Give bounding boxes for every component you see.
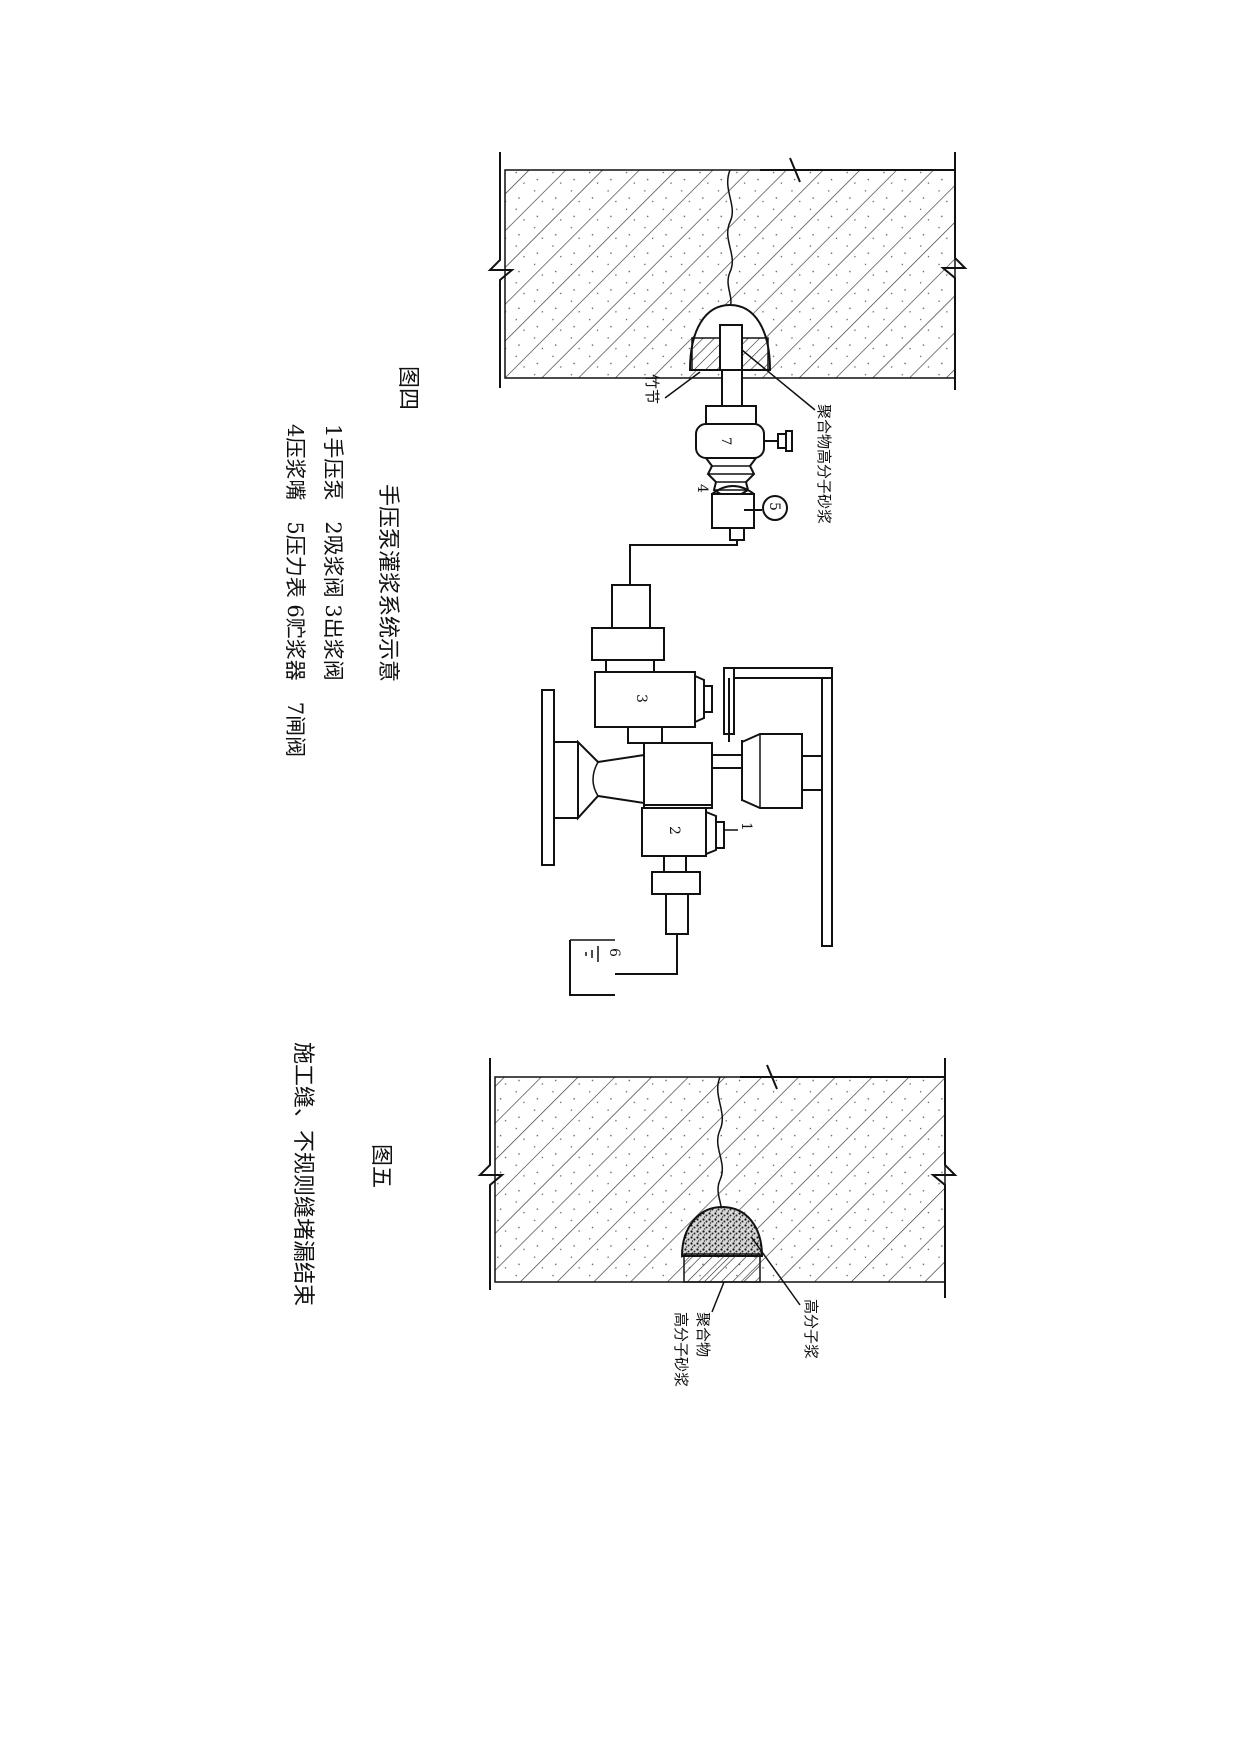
label-polymer-b: 高分子砂浆 xyxy=(672,1312,690,1387)
figure5-number: 图五 xyxy=(368,1144,393,1188)
figure5-title: 施工缝、不规则缝堵漏结束 xyxy=(290,1042,315,1306)
label-4: 4 xyxy=(694,484,710,493)
figure4-annotations: 聚合物高分子砂浆 竹节 xyxy=(643,349,833,524)
label-6: 6 xyxy=(606,948,622,957)
polymer-slurry-dome xyxy=(680,1205,764,1257)
label-polymer-a: 聚合物 xyxy=(694,1312,712,1357)
pump-system: 7 4 5 3 xyxy=(541,369,833,996)
figure4-legend-line2: 4压浆嘴 5压力表 6贮浆器 7闸阀 xyxy=(283,424,307,757)
figure5-annotations: 高分子浆 聚合物 高分子砂浆 xyxy=(672,1237,820,1387)
label-3: 3 xyxy=(633,694,649,703)
gate-valve-7: 7 xyxy=(695,405,793,497)
hand-pump-1: 2 1 xyxy=(541,667,833,975)
label-2: 2 xyxy=(666,826,682,835)
pressure-gauge-5 xyxy=(762,495,788,521)
slurry-tank-6: 6 xyxy=(569,939,622,996)
label-polymer-slurry: 高分子浆 xyxy=(802,1299,820,1359)
label-1: 1 xyxy=(738,822,754,831)
label-polymer-mortar: 聚合物高分子砂浆 xyxy=(815,404,833,524)
figure4-legend-line1: 1手压泵 2吸浆阀 3出浆阀 xyxy=(321,424,345,681)
figure5-captions: 图五 施工缝、不规则缝堵漏结束 xyxy=(290,1042,393,1306)
figure5-wall xyxy=(477,1058,958,1298)
label-bamboo: 竹节 xyxy=(643,374,661,404)
figure4-wall xyxy=(487,152,968,390)
label-5: 5 xyxy=(766,502,782,511)
polymer-mortar-band xyxy=(683,1253,761,1283)
figure4-captions: 图四 手压泵灌浆系统示意 1手压泵 2吸浆阀 3出浆阀 4压浆嘴 5压力表 6贮… xyxy=(283,366,420,757)
figure4-number: 图四 xyxy=(395,366,420,410)
label-7: 7 xyxy=(718,437,733,445)
outlet-valve-3: 3 xyxy=(594,671,713,728)
figure4-title: 手压泵灌浆系统示意 xyxy=(375,484,400,682)
